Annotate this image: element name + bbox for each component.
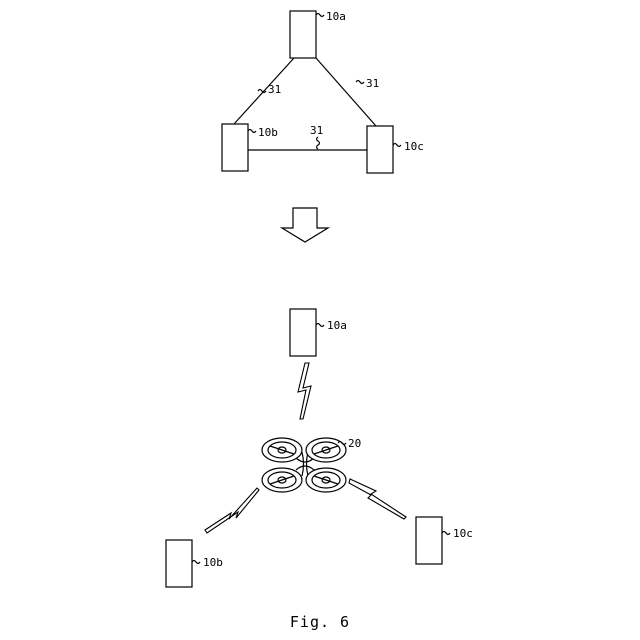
device-box-10a-bottom xyxy=(290,309,316,356)
leader-10a-bottom xyxy=(316,324,324,327)
label-10a-top: 10a xyxy=(326,10,346,23)
bottom-diagram: 10a 10b 10c xyxy=(166,309,473,587)
rotor-front-left xyxy=(262,438,302,462)
label-20: 20 xyxy=(348,437,361,450)
top-diagram: 10a 10b 10c 31 31 31 xyxy=(222,10,424,173)
transition-arrow xyxy=(282,208,328,242)
wireless-link-10c xyxy=(349,479,406,519)
device-box-10a xyxy=(290,11,316,58)
leader-10b xyxy=(248,130,256,133)
leader-10c-bottom xyxy=(442,532,450,535)
leader-10a xyxy=(316,14,324,17)
label-31-ac: 31 xyxy=(366,77,379,90)
label-10b-bottom: 10b xyxy=(203,556,223,569)
wireless-link-10b xyxy=(205,488,259,533)
leader-10c xyxy=(393,144,401,147)
device-box-10c xyxy=(367,126,393,173)
label-10b-top: 10b xyxy=(258,126,278,139)
leader-31-bc xyxy=(317,137,320,149)
link-line-ab xyxy=(234,58,294,124)
wireless-link-10a xyxy=(298,363,311,419)
figure-caption: Fig. 6 xyxy=(290,613,350,631)
drone-icon xyxy=(262,438,346,492)
label-10c-top: 10c xyxy=(404,140,424,153)
label-31-bc: 31 xyxy=(310,124,323,137)
label-10a-bottom: 10a xyxy=(327,319,347,332)
label-31-ab: 31 xyxy=(268,83,281,96)
link-line-ac xyxy=(316,58,376,126)
rotor-rear-left xyxy=(262,468,302,492)
rotor-rear-right xyxy=(306,468,346,492)
label-10c-bottom: 10c xyxy=(453,527,473,540)
device-box-10c-bottom xyxy=(416,517,442,564)
leader-10b-bottom xyxy=(192,561,200,564)
device-box-10b xyxy=(222,124,248,171)
device-box-10b-bottom xyxy=(166,540,192,587)
leader-31-ac xyxy=(356,81,364,84)
